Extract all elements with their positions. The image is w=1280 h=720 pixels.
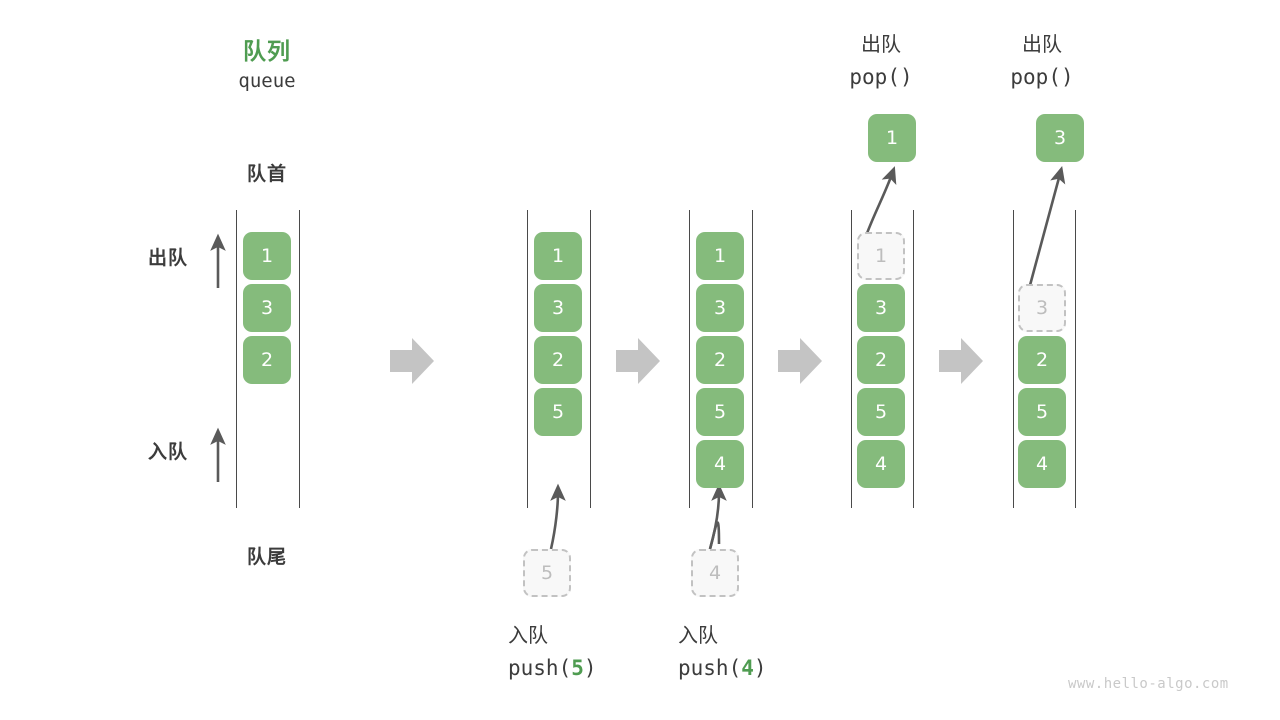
queue-cell: 5 (696, 388, 744, 436)
push-5-label: 入队 push(5) (508, 619, 688, 685)
enqueue-direction-label: 入队 (148, 441, 189, 463)
pop-1-arrow (864, 166, 897, 237)
pop-1-label: 出队 pop() (801, 28, 961, 94)
push-4-label-en: push(4) (678, 651, 858, 685)
push-5-arrow (549, 483, 566, 550)
push-4-arrow (708, 521, 721, 550)
popped-cell-3: 3 (1036, 114, 1084, 162)
pop-3-label: 出队 pop() (962, 28, 1122, 94)
queue-rail-left-4 (1013, 210, 1015, 508)
queue-cell-new: 4 (696, 440, 744, 488)
front-label: 队首 (246, 163, 287, 185)
queue-cell: 2 (1018, 336, 1066, 384)
rear-label: 队尾 (246, 546, 287, 568)
queue-cell-removed: 1 (857, 232, 905, 280)
queue-rail-right-1 (590, 210, 592, 508)
queue-cell: 5 (1018, 388, 1066, 436)
queue-rail-left-3 (851, 210, 853, 508)
queue-cell: 3 (534, 284, 582, 332)
queue-cell: 4 (1018, 440, 1066, 488)
pop-1-label-en: pop() (849, 65, 913, 89)
popped-cell-1: 1 (868, 114, 916, 162)
queue-title-en: queue (238, 70, 296, 92)
push-5-label-cn: 入队 (508, 623, 548, 647)
queue-cell: 2 (857, 336, 905, 384)
pop-1-label-cn: 出队 (861, 32, 901, 56)
dequeue-direction-label: 出队 (148, 247, 189, 269)
queue-cell: 5 (857, 388, 905, 436)
queue-cell: 3 (243, 284, 291, 332)
pending-cell-4: 4 (691, 549, 739, 597)
queue-cell: 2 (243, 336, 291, 384)
queue-cell: 1 (243, 232, 291, 280)
queue-cell-removed: 3 (1018, 284, 1066, 332)
queue-rail-right-0 (299, 210, 301, 508)
queue-rail-right-3 (913, 210, 915, 508)
queue-rail-left-0 (236, 210, 238, 508)
push-4-suffix: ) (753, 656, 767, 680)
push-5-label-en: push(5) (508, 651, 688, 685)
queue-rail-right-2 (752, 210, 754, 508)
queue-rail-right-4 (1075, 210, 1077, 508)
queue-cell: 2 (696, 336, 744, 384)
queue-cell: 4 (857, 440, 905, 488)
queue-cell: 1 (534, 232, 582, 280)
pop-3-label-cn: 出队 (1022, 32, 1062, 56)
watermark: www.hello-algo.com (1068, 676, 1229, 692)
push-4-arrow-line (708, 483, 727, 550)
push-5-arg: 5 (571, 656, 584, 680)
queue-cell: 3 (857, 284, 905, 332)
queue-title-cn: 队列 (243, 39, 291, 65)
push-4-label-cn: 入队 (678, 623, 718, 647)
queue-cell: 1 (696, 232, 744, 280)
queue-cell-new: 5 (534, 388, 582, 436)
queue-rail-left-2 (689, 210, 691, 508)
queue-cell: 2 (534, 336, 582, 384)
flow-arrow-4 (939, 338, 983, 384)
queue-rail-left-1 (527, 210, 529, 508)
push-4-arg: 4 (741, 656, 754, 680)
flow-arrow-2 (616, 338, 660, 384)
push-4-prefix: push( (678, 656, 742, 680)
queue-cell: 3 (696, 284, 744, 332)
flow-arrow-1 (390, 338, 434, 384)
push-4-label: 入队 push(4) (678, 619, 858, 685)
pop-3-arrow (1027, 165, 1066, 290)
pop-3-label-en: pop() (1010, 65, 1074, 89)
push-5-prefix: push( (508, 656, 572, 680)
flow-arrow-3 (778, 338, 822, 384)
push-5-suffix: ) (583, 656, 597, 680)
pending-cell-5: 5 (523, 549, 571, 597)
